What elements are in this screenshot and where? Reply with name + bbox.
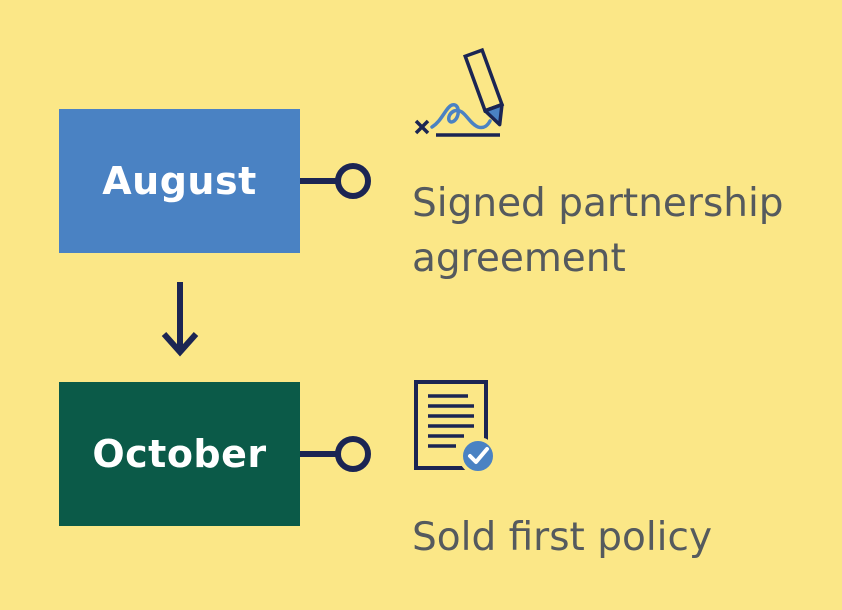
month-label-october: October (92, 432, 267, 476)
month-label-august: August (102, 159, 257, 203)
down-arrow-icon (161, 282, 199, 357)
month-box-october: October (59, 382, 300, 526)
event-text-august: Signed partnership agreement (412, 181, 784, 281)
signature-pen-icon (414, 47, 505, 137)
connector-october (300, 436, 371, 472)
document-checkmark-icon (414, 380, 497, 475)
event-text-october: Sold first policy (412, 515, 713, 560)
connector-august (300, 163, 371, 199)
month-box-august: August (59, 109, 300, 253)
